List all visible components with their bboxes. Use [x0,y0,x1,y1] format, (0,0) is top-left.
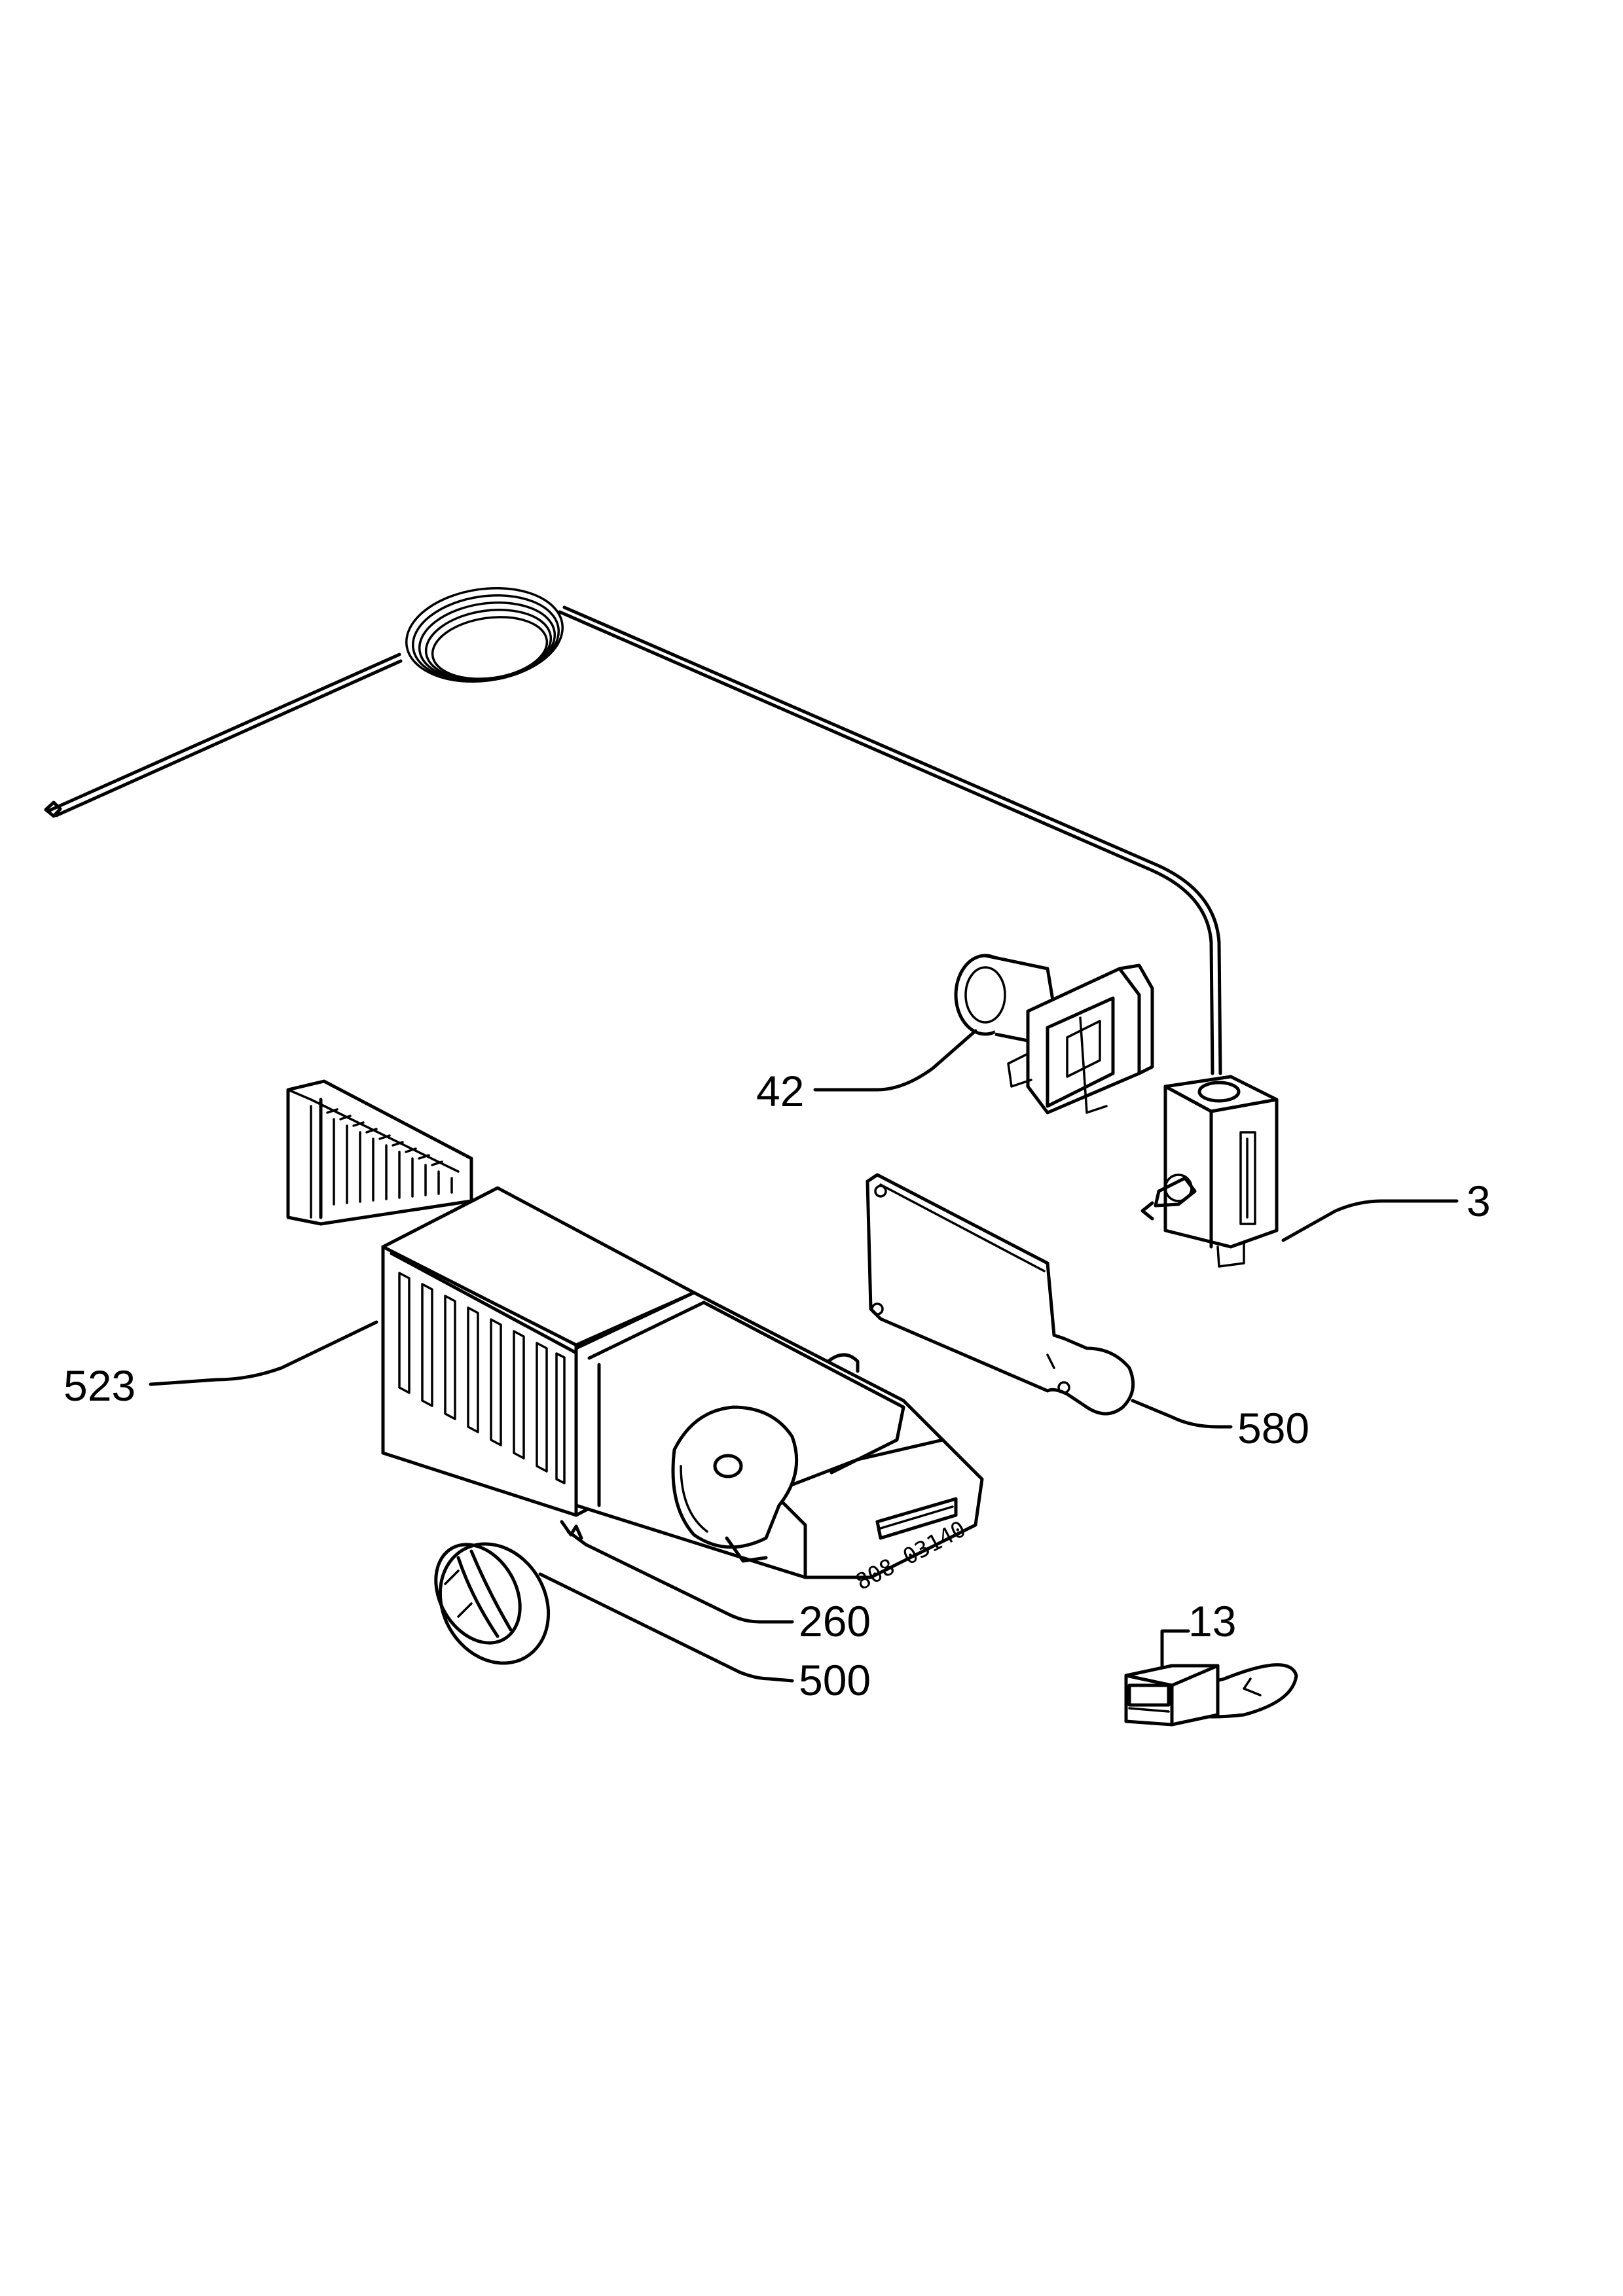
leader-523 [149,1320,378,1386]
leader-13 [1160,1629,1190,1668]
lamp-holder-part [954,954,1154,1115]
capillary-tube [44,586,1222,1075]
label-500: 500 [799,1656,871,1704]
knob-part [434,1542,551,1665]
leader-3 [1281,1199,1459,1242]
label-580: 580 [1237,1404,1309,1452]
leader-580 [1131,1399,1233,1429]
label-42: 42 [756,1067,804,1115]
leader-lines [149,1029,1459,1683]
thermostat-part [1140,1075,1279,1268]
leader-500 [538,1572,794,1683]
label-523: 523 [64,1361,136,1410]
connector-part [1124,1663,1298,1727]
label-3: 3 [1467,1177,1491,1225]
leader-260 [584,1543,794,1624]
screw-part [560,1520,588,1547]
cover-plate-part [866,1173,1135,1416]
leader-42 [813,1029,977,1092]
label-13: 13 [1188,1597,1236,1645]
label-260: 260 [799,1597,871,1645]
control-housing-part [286,1079,984,1579]
